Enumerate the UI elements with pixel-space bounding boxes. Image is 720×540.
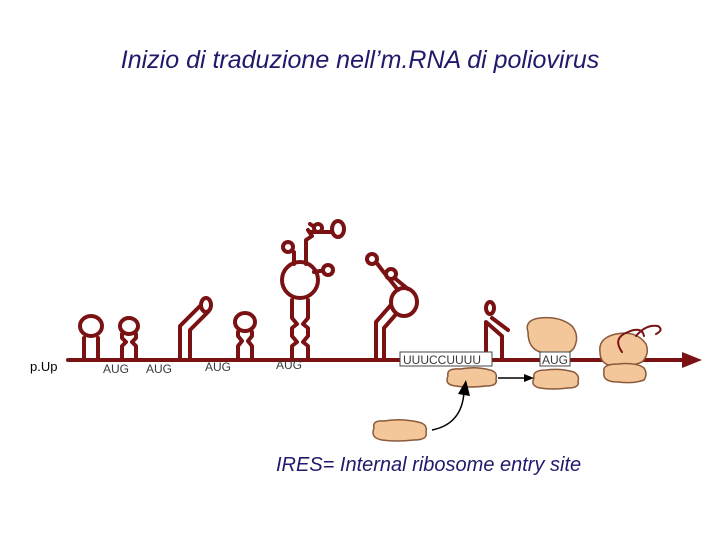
hairpin-aug-proximal	[484, 300, 510, 362]
arrow-curve	[431, 380, 470, 431]
domain-second	[365, 252, 419, 362]
aug-label-3: AUG	[205, 360, 231, 374]
hairpin-3	[178, 296, 213, 362]
ribosome-at-aug: AUG	[532, 351, 580, 390]
start-codon-label: AUG	[542, 353, 568, 367]
pyrimidine-tract-box	[399, 351, 493, 367]
arrow-scan	[498, 374, 534, 382]
arrow-head-icon	[682, 352, 702, 368]
ires-definition: IRES= Internal ribosome entry site	[276, 454, 582, 476]
mrna-backbone	[66, 352, 702, 368]
cap-label: p.Up	[30, 359, 57, 374]
ribosome-large-subunit	[526, 316, 578, 356]
aug-label-1: AUG	[103, 362, 129, 376]
page-title: Inizio di traduzione nell’m.RNA di polio…	[120, 46, 600, 74]
ribosome-small-subunit-free	[372, 418, 428, 442]
ribosome-small-subunit-bound	[446, 366, 498, 388]
hairpin-4	[233, 311, 257, 362]
ribosome-assembled	[599, 324, 662, 384]
aug-label-4: AUG	[276, 358, 302, 372]
hairpin-2	[118, 316, 140, 362]
start-codon-box	[539, 351, 571, 367]
aug-label-2: AUG	[146, 362, 172, 376]
hairpin-1	[78, 314, 104, 362]
pyrimidine-tract-label: UUUCCUUUU	[403, 353, 481, 367]
domain-large	[280, 219, 346, 362]
